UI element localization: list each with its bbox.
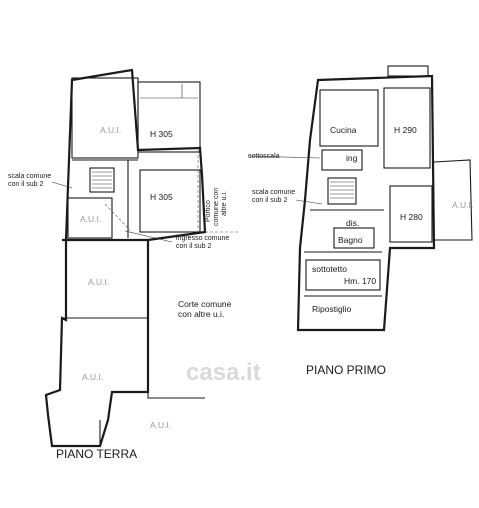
ff-scala-line2: con il sub 2 — [252, 197, 288, 204]
gf-portico-label: Portico comune con altre u.i. — [205, 188, 228, 226]
gf-scala-line2: con il sub 2 — [8, 181, 44, 188]
ff-ing: ing — [346, 153, 358, 163]
gf-h305-top: H 305 — [150, 129, 173, 139]
ff-h280: H 280 — [400, 212, 423, 222]
svg-text:altre u.i.: altre u.i. — [221, 191, 228, 216]
ground-floor-outline — [44, 68, 207, 448]
watermark-logo: casa.it — [186, 359, 261, 386]
gf-ingresso-line1: ingresso comune — [176, 235, 229, 242]
gf-h305-bottom: H 305 — [150, 192, 173, 202]
ground-floor-plan — [44, 68, 240, 448]
gf-corte-line1: Corte comune — [178, 299, 232, 309]
ff-cucina: Cucina — [330, 125, 357, 135]
gf-aui-low: A.U.I. — [82, 372, 103, 382]
ff-aui-right: A.U.I. — [452, 200, 473, 210]
ff-sottotetto: sottotetto — [312, 264, 347, 274]
ff-scala-line1: scala comune — [252, 189, 295, 196]
gf-title: PIANO TERRA — [56, 447, 137, 461]
gf-corte-line2: con altre u.i. — [178, 309, 224, 319]
gf-aui-small: A.U.I. — [80, 214, 101, 224]
ff-sottoscala: sottoscala — [248, 153, 280, 160]
ff-h290: H 290 — [394, 125, 417, 135]
gf-ingresso-line2: con il sub 2 — [176, 243, 212, 250]
ff-dis: dis. — [346, 218, 359, 228]
ff-title: PIANO PRIMO — [306, 363, 386, 377]
ff-bagno: Bagno — [338, 235, 363, 245]
gf-aui-bottom: A.U.I. — [150, 420, 171, 430]
svg-text:comune con: comune con — [213, 188, 220, 226]
gf-aui-top: A.U.I. — [100, 125, 121, 135]
first-floor-plan — [247, 65, 473, 332]
first-floor-outline — [296, 74, 436, 332]
svg-text:Portico: Portico — [205, 200, 212, 222]
ff-ripostiglio: Ripostiglio — [312, 304, 351, 314]
ff-hm: Hm. 170 — [344, 276, 376, 286]
gf-scala-line1: scala comune — [8, 173, 51, 180]
gf-aui-mid: A.U.I. — [88, 277, 109, 287]
